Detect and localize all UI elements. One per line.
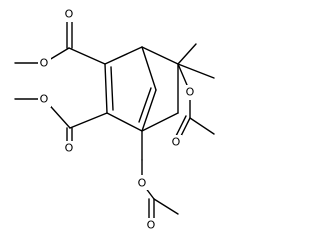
- atom-o3-label: O: [40, 93, 49, 106]
- atom-o6-label: O: [172, 136, 181, 149]
- atom-o2: O: [38, 55, 51, 70]
- atom-o1-label: O: [65, 8, 74, 21]
- atom-o1: O: [63, 7, 76, 22]
- atom-o2-label: O: [40, 57, 49, 70]
- molecule-structure: O O O O O O O O: [14, 7, 215, 233]
- atom-o4: O: [63, 141, 76, 156]
- atom-o7: O: [136, 175, 149, 190]
- atom-o6: O: [169, 135, 182, 150]
- bond-lines: [14, 13, 215, 225]
- atom-o4-label: O: [65, 142, 74, 155]
- atom-o8: O: [144, 218, 157, 233]
- atom-o5: O: [184, 85, 197, 100]
- atom-o7-label: O: [138, 177, 147, 190]
- atom-labels: O O O O O O O O: [38, 7, 197, 233]
- atom-o5-label: O: [186, 86, 195, 99]
- atom-o8-label: O: [147, 219, 156, 232]
- atom-o3: O: [38, 92, 51, 107]
